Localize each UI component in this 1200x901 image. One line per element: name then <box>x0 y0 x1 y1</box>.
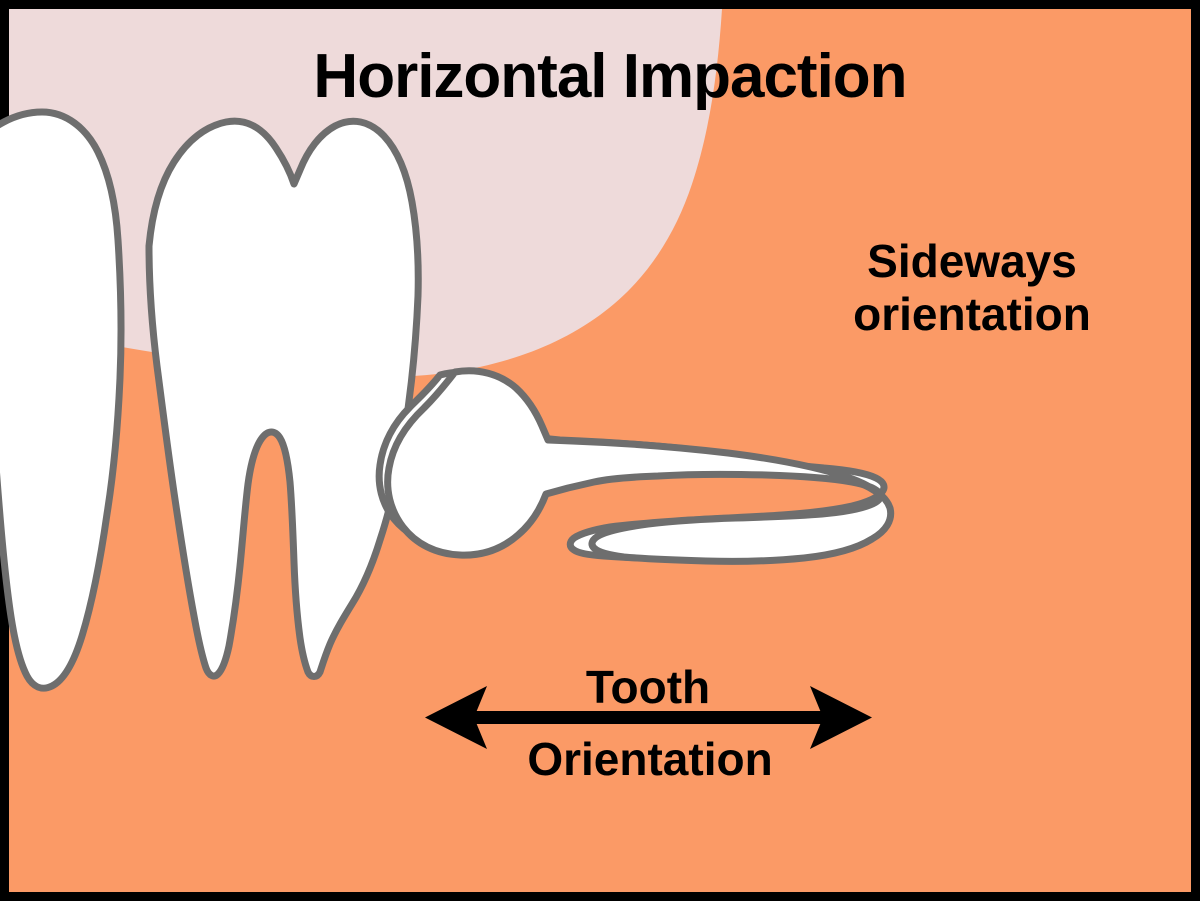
callout-line-2: orientation <box>853 288 1091 340</box>
tooth-wisdom-impacted-outline <box>384 367 895 565</box>
double-arrow-icon <box>425 686 872 749</box>
tooth-molar-erupted <box>145 117 422 680</box>
arrow-label-line-1: Tooth <box>586 661 710 713</box>
arrow-head-left <box>425 686 487 749</box>
tooth-partial-molar-left <box>0 108 125 692</box>
callout-sideways-orientation: Sideways orientation <box>853 235 1091 340</box>
arrow-shaft <box>468 711 830 724</box>
page-title: Horizontal Impaction <box>313 42 906 111</box>
teeth-group <box>0 108 895 692</box>
arrow-head-right <box>810 686 872 749</box>
arrow-label-line-2: Orientation <box>527 733 772 785</box>
tooth-orientation-annotation: Tooth Orientation <box>425 661 872 785</box>
callout-line-1: Sideways <box>867 235 1077 287</box>
